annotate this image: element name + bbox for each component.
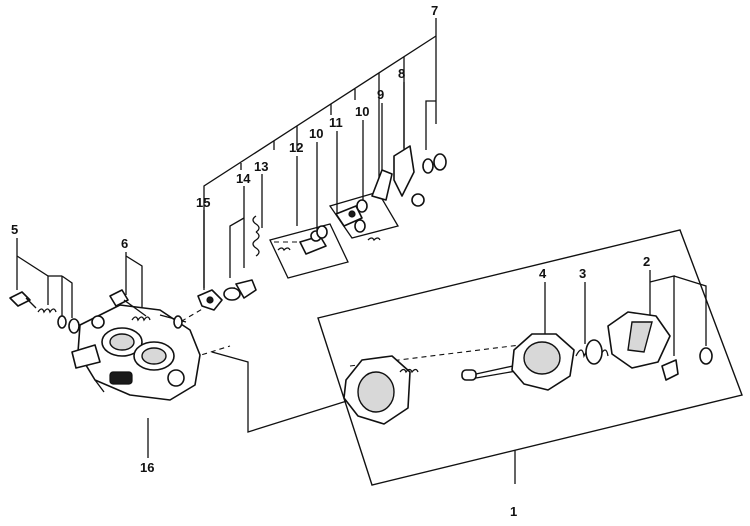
callout-4: 4 bbox=[539, 266, 547, 281]
callout-12: 12 bbox=[289, 140, 303, 155]
assembly-1-outline bbox=[317, 229, 743, 486]
callout-2: 2 bbox=[643, 254, 650, 269]
callout-9: 9 bbox=[377, 87, 384, 102]
part-6-bolt-spring bbox=[109, 289, 183, 329]
part-5-screw-set bbox=[9, 291, 80, 334]
part-2-cap-and-clips bbox=[607, 311, 713, 381]
callout-1: 1 bbox=[510, 504, 517, 519]
callouts: 1 2 3 4 5 6 7 8 9 10 11 10 12 13 14 15 1… bbox=[11, 3, 650, 519]
callout-16: 16 bbox=[140, 460, 154, 475]
parts-10-12-levers bbox=[299, 199, 381, 255]
callout-8: 8 bbox=[398, 66, 405, 81]
callout-13: 13 bbox=[254, 159, 268, 174]
part-3-spring bbox=[575, 339, 609, 365]
callout-11: 11 bbox=[329, 115, 343, 130]
subassembly-11-outline bbox=[328, 191, 399, 239]
carburetor-body bbox=[71, 304, 201, 401]
parts-7-9-linkage bbox=[371, 145, 447, 207]
callout-6: 6 bbox=[121, 236, 128, 251]
callout-3: 3 bbox=[579, 266, 586, 281]
callout-14: 14 bbox=[236, 171, 251, 186]
callout-15: 15 bbox=[196, 195, 210, 210]
callout-7: 7 bbox=[431, 3, 438, 18]
leader-lines bbox=[16, 18, 707, 484]
subassembly-12-outline bbox=[269, 223, 349, 279]
alignment-lines bbox=[157, 241, 521, 433]
callout-10-left: 10 bbox=[309, 126, 323, 141]
housing-cover bbox=[343, 355, 419, 425]
part-4-diaphragm-rod bbox=[461, 333, 575, 391]
callout-5: 5 bbox=[11, 222, 18, 237]
parts-13-15-levers bbox=[197, 215, 291, 311]
callout-10-right: 10 bbox=[355, 104, 369, 119]
